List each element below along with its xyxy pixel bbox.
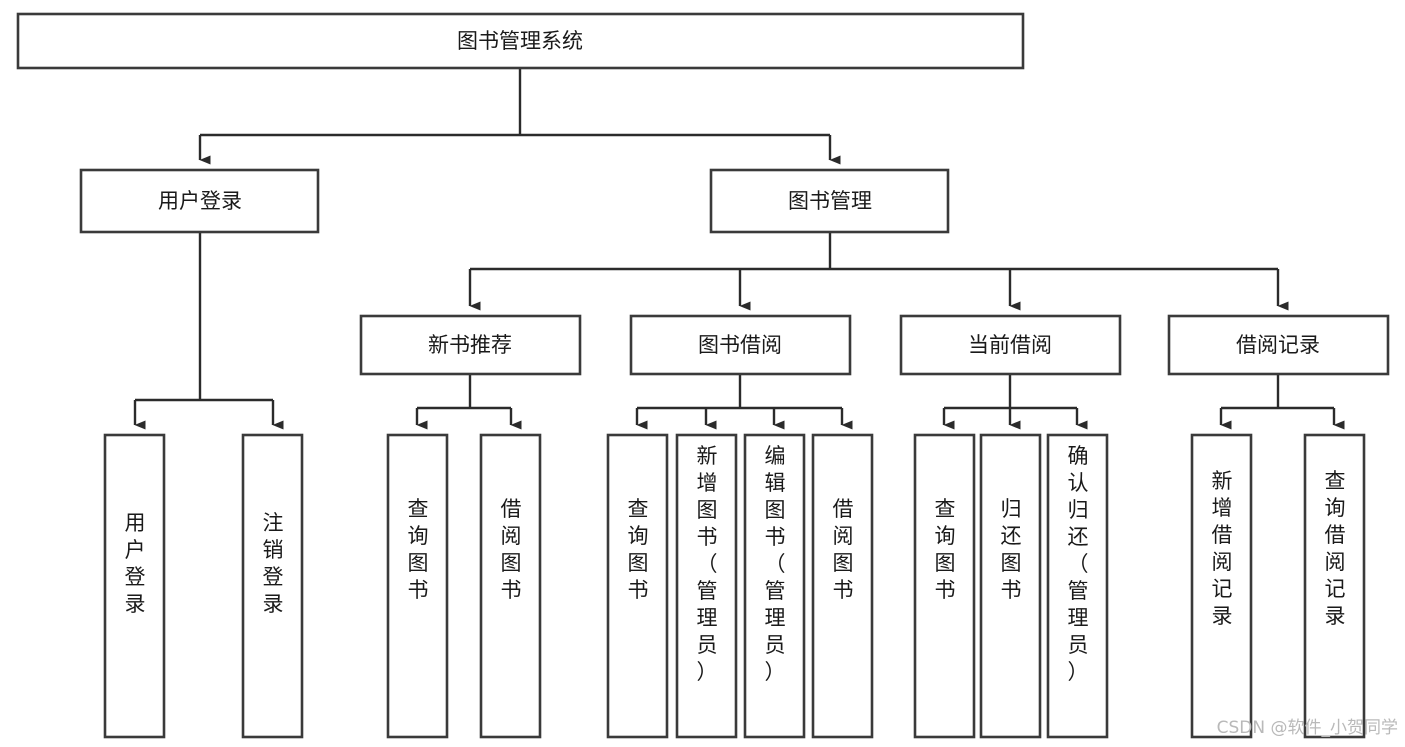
node-book-borrow-box[interactable] [629, 314, 852, 376]
node-new-book-recommend-label: 新书推荐 [428, 333, 512, 357]
leaf-user-login-1[interactable]: 注销登录 [241, 433, 304, 739]
leaf-box[interactable] [386, 433, 449, 739]
node-user-login[interactable]: 用户登录 [79, 168, 320, 234]
leaf-box[interactable] [241, 433, 304, 739]
node-user-login-box[interactable] [79, 168, 320, 234]
leaf-borrow-records-1[interactable]: 查询借阅记录 [1303, 433, 1366, 739]
leaf-box[interactable] [479, 433, 542, 739]
leaf-label: 新增图书（管理员） [697, 444, 718, 684]
edges-root-to-level2 [198, 68, 841, 165]
node-current-borrow-box[interactable] [899, 314, 1122, 376]
edges-new-book-to-leaves [415, 374, 522, 430]
leaf-current-borrow-1[interactable]: 归还图书 [979, 433, 1042, 739]
leaf-label: 借阅图书 [501, 497, 522, 602]
node-borrow-records[interactable]: 借阅记录 [1167, 314, 1390, 376]
leaf-borrow-records-0[interactable]: 新增借阅记录 [1190, 433, 1253, 739]
leaf-box[interactable] [743, 433, 806, 739]
leaf-label: 查询图书 [628, 497, 649, 602]
leaf-user-login-0[interactable]: 用户登录 [103, 433, 166, 739]
node-book-borrow[interactable]: 图书借阅 [629, 314, 852, 376]
watermark-label: CSDN @软件_小贺同学 [1217, 718, 1398, 738]
leaf-current-borrow-2[interactable]: 确认归还（管理员） [1046, 433, 1109, 739]
leaf-label: 注销登录 [263, 511, 284, 616]
leaf-label: 确认归还（管理员） [1068, 444, 1089, 684]
leaf-box[interactable] [1303, 433, 1366, 739]
leaf-box[interactable] [675, 433, 738, 739]
node-borrow-records-box[interactable] [1167, 314, 1390, 376]
leaf-label: 新增借阅记录 [1212, 469, 1233, 628]
leaf-new-book-0[interactable]: 查询图书 [386, 433, 449, 739]
edges-borrow-records-to-leaves [1219, 374, 1345, 430]
node-current-borrow-label: 当前借阅 [968, 333, 1052, 357]
edges-current-borrow-to-leaves [942, 374, 1088, 430]
leaf-label: 编辑图书（管理员） [765, 444, 786, 684]
leaf-book-borrow-3[interactable]: 借阅图书 [811, 433, 874, 739]
leaf-box[interactable] [103, 433, 166, 739]
leaf-box[interactable] [979, 433, 1042, 739]
leaf-label: 查询借阅记录 [1325, 469, 1346, 628]
node-root[interactable]: 图书管理系统 [16, 12, 1025, 70]
edges-book-borrow-to-leaves [635, 374, 853, 430]
leaf-label: 查询图书 [935, 497, 956, 602]
leaf-label: 用户登录 [125, 511, 146, 616]
node-current-borrow[interactable]: 当前借阅 [899, 314, 1122, 376]
leaf-box[interactable] [1046, 433, 1109, 739]
leaf-new-book-1[interactable]: 借阅图书 [479, 433, 542, 739]
node-book-borrow-label: 图书借阅 [698, 333, 782, 357]
node-new-book-recommend[interactable]: 新书推荐 [359, 314, 582, 376]
leaf-label: 借阅图书 [833, 497, 854, 602]
leaf-label: 归还图书 [1001, 497, 1022, 602]
leaf-box[interactable] [913, 433, 976, 739]
node-new-book-recommend-box[interactable] [359, 314, 582, 376]
leaf-box[interactable] [1190, 433, 1253, 739]
leaf-box[interactable] [811, 433, 874, 739]
edges-book-management-to-level3 [468, 232, 1289, 311]
leaf-current-borrow-0[interactable]: 查询图书 [913, 433, 976, 739]
node-user-login-label: 用户登录 [158, 189, 242, 213]
leaf-book-borrow-1[interactable]: 新增图书（管理员） [675, 433, 738, 739]
leaf-box[interactable] [606, 433, 669, 739]
leaf-label: 查询图书 [408, 497, 429, 602]
node-borrow-records-label: 借阅记录 [1236, 333, 1320, 357]
node-book-management[interactable]: 图书管理 [709, 168, 950, 234]
node-book-management-label: 图书管理 [788, 189, 872, 213]
node-root-label: 图书管理系统 [457, 29, 583, 53]
node-root-box[interactable] [16, 12, 1025, 70]
leaf-book-borrow-0[interactable]: 查询图书 [606, 433, 669, 739]
leaf-book-borrow-2[interactable]: 编辑图书（管理员） [743, 433, 806, 739]
edges-user-login-to-leaves [133, 232, 284, 430]
node-book-management-box[interactable] [709, 168, 950, 234]
